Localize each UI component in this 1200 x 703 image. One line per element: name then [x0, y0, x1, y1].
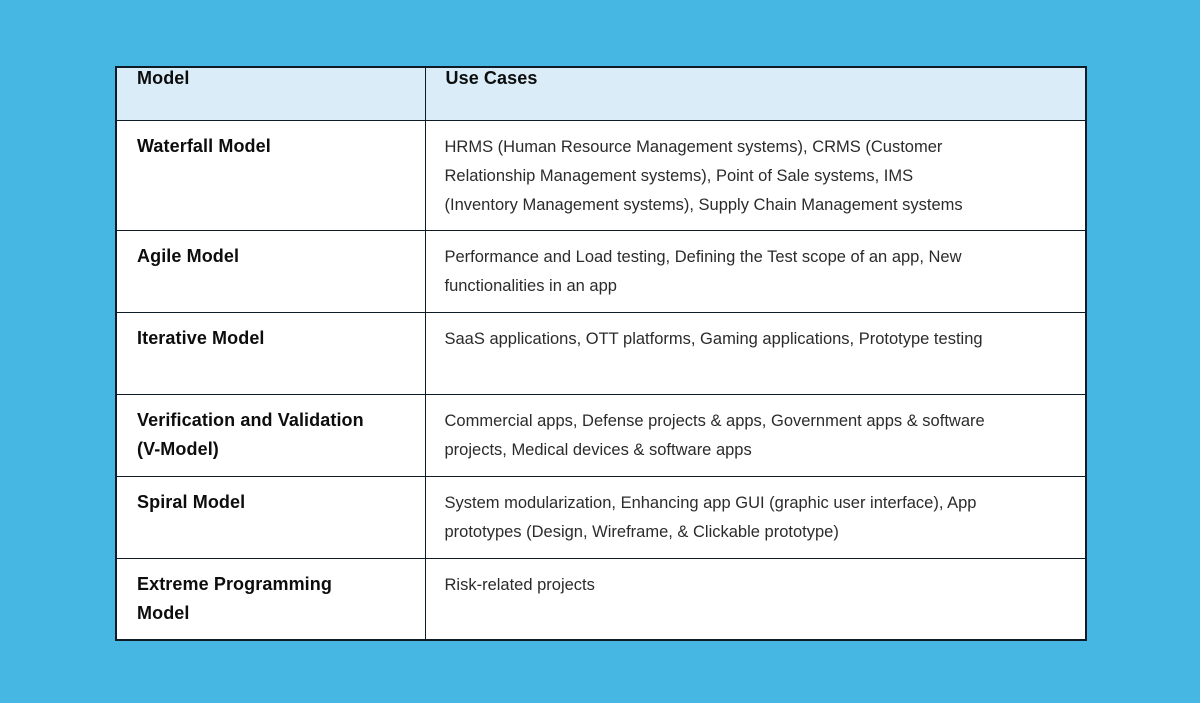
model-cell: Extreme Programming Model	[115, 557, 426, 641]
table-row-spiral: Spiral Model System modularization, Enha…	[115, 475, 1087, 559]
model-cell: Iterative Model	[115, 311, 426, 395]
model-cell: Waterfall Model	[115, 119, 426, 231]
table-row-agile: Agile Model Performance and Load testing…	[115, 229, 1087, 313]
table-row-iterative: Iterative Model SaaS applications, OTT p…	[115, 311, 1087, 395]
table-row-extreme-programming: Extreme Programming Model Risk-related p…	[115, 557, 1087, 641]
use-cases-cell: SaaS applications, OTT platforms, Gaming…	[424, 311, 1087, 395]
table-row-v-model: Verification and Validation (V-Model) Co…	[115, 393, 1087, 477]
table-row-waterfall: Waterfall Model HRMS (Human Resource Man…	[115, 119, 1087, 231]
use-cases-cell: Commercial apps, Defense projects & apps…	[424, 393, 1087, 477]
use-cases-cell: Risk-related projects	[424, 557, 1087, 641]
model-cell: Agile Model	[115, 229, 426, 313]
use-cases-cell: System modularization, Enhancing app GUI…	[424, 475, 1087, 559]
use-cases-cell: Performance and Load testing, Defining t…	[424, 229, 1087, 313]
header-row: Model Use Cases	[115, 66, 1087, 121]
models-use-cases-table-container: Model Use Cases Waterfall Model HRMS (Hu…	[115, 66, 1087, 641]
column-header-model: Model	[115, 66, 426, 121]
column-header-use-cases: Use Cases	[424, 66, 1087, 121]
model-cell: Verification and Validation (V-Model)	[115, 393, 426, 477]
models-use-cases-table: Model Use Cases Waterfall Model HRMS (Hu…	[115, 66, 1087, 641]
model-cell: Spiral Model	[115, 475, 426, 559]
use-cases-cell: HRMS (Human Resource Management systems)…	[424, 119, 1087, 231]
